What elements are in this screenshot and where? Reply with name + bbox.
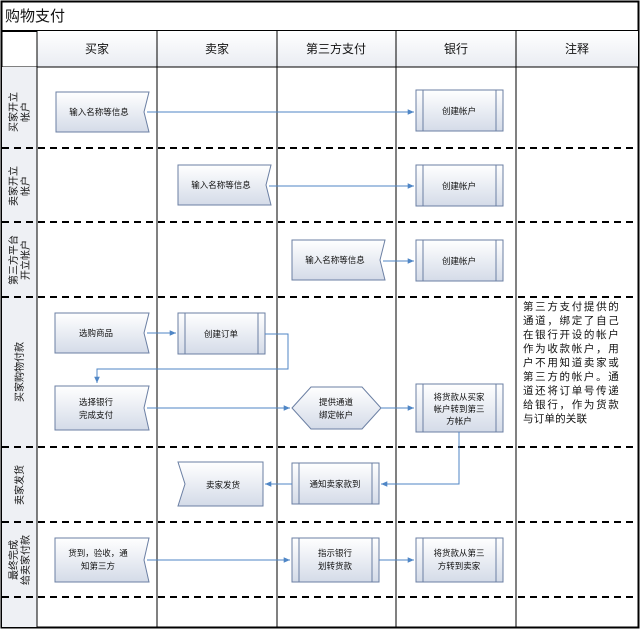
node-seller-input: 输入名称等信息 bbox=[177, 164, 272, 206]
lane-label-seller-account: 卖家开立 帐户 bbox=[7, 166, 32, 206]
svg-text:输入名称等信息: 输入名称等信息 bbox=[305, 255, 365, 266]
svg-text:将货款从第三: 将货款从第三 bbox=[433, 548, 484, 559]
arrow-transfer-to-notify bbox=[381, 432, 460, 487]
lane-label-final-payment: 最终完成 给卖家付款 bbox=[7, 535, 32, 585]
svg-text:创建帐户: 创建帐户 bbox=[442, 106, 476, 117]
svg-text:帐户转到第三: 帐户转到第三 bbox=[433, 404, 484, 415]
node-transfer-to-third: 将货款从买家 帐户转到第三 方帐户 bbox=[415, 383, 504, 433]
svg-text:选购商品: 选购商品 bbox=[79, 328, 113, 339]
svg-text:输入名称等信息: 输入名称等信息 bbox=[69, 107, 129, 118]
lane-label-buyer-account: 买家开立 帐户 bbox=[7, 92, 32, 132]
svg-text:给卖家付款: 给卖家付款 bbox=[19, 535, 32, 585]
svg-text:将货款从买家: 将货款从买家 bbox=[433, 392, 485, 403]
svg-text:买家购物付款: 买家购物付款 bbox=[13, 342, 26, 402]
svg-text:卖家发货: 卖家发货 bbox=[13, 465, 26, 505]
node-bank-create-account-3: 创建帐户 bbox=[415, 239, 504, 282]
svg-text:帐户: 帐户 bbox=[19, 176, 32, 196]
node-third-input: 输入名称等信息 bbox=[291, 239, 386, 281]
arrow-order-to-choose-bank bbox=[94, 333, 289, 383]
node-instruct-bank: 指示银行 划转货款 bbox=[291, 537, 380, 583]
diagram-title: 购物支付 bbox=[5, 7, 65, 25]
node-buyer-input: 输入名称等信息 bbox=[55, 91, 150, 133]
svg-text:最终完成: 最终完成 bbox=[7, 540, 20, 580]
header-bank: 银行 bbox=[444, 42, 468, 56]
lane-label-buyer-payment: 买家购物付款 bbox=[13, 342, 26, 402]
node-provide-channel: 提供通道 绑定帐户 bbox=[291, 386, 382, 430]
header-note: 注释 bbox=[565, 41, 589, 56]
node-choose-bank: 选择银行 完成支付 bbox=[54, 385, 150, 431]
svg-text:买家开立: 买家开立 bbox=[7, 92, 20, 132]
lane-label-column bbox=[2, 67, 37, 627]
svg-text:帐户: 帐户 bbox=[19, 102, 32, 122]
svg-text:创建帐户: 创建帐户 bbox=[442, 256, 476, 267]
node-choose-goods: 选购商品 bbox=[54, 312, 150, 354]
header-row bbox=[37, 31, 638, 67]
svg-text:开立帐户: 开立帐户 bbox=[19, 240, 32, 280]
svg-text:卖家发货: 卖家发货 bbox=[206, 480, 241, 491]
svg-text:方转到卖家: 方转到卖家 bbox=[438, 561, 481, 572]
svg-text:划转货款: 划转货款 bbox=[318, 561, 353, 572]
node-bank-create-account-2: 创建帐户 bbox=[415, 164, 504, 207]
node-notify-seller: 通知卖家款到 bbox=[291, 462, 380, 505]
node-confirm-receipt: 货到，验收，通 知第三方 bbox=[54, 537, 150, 583]
svg-text:选择银行: 选择银行 bbox=[79, 397, 114, 408]
svg-text:方帐户: 方帐户 bbox=[446, 416, 472, 427]
header-third-party: 第三方支付 bbox=[306, 41, 366, 56]
svg-text:提供通道: 提供通道 bbox=[319, 397, 354, 408]
node-create-order: 创建订单 bbox=[177, 312, 266, 355]
svg-text:绑定帐户: 绑定帐户 bbox=[319, 410, 353, 421]
svg-text:输入名称等信息: 输入名称等信息 bbox=[191, 180, 251, 191]
svg-text:指示银行: 指示银行 bbox=[318, 548, 353, 559]
lane-label-seller-ship: 卖家发货 bbox=[13, 465, 26, 505]
header-seller: 卖家 bbox=[205, 41, 229, 56]
svg-text:货到，验收，通: 货到，验收，通 bbox=[68, 548, 128, 559]
svg-text:完成支付: 完成支付 bbox=[79, 410, 114, 421]
node-bank-create-account-1: 创建帐户 bbox=[415, 89, 504, 132]
svg-text:通知卖家款到: 通知卖家款到 bbox=[309, 479, 360, 490]
svg-text:创建帐户: 创建帐户 bbox=[442, 181, 476, 192]
svg-text:第三方平台: 第三方平台 bbox=[7, 235, 20, 285]
annotation-note: 第三方支付提供的通道，绑定了自己在银行开设的帐户作为收款帐户，用户不用知道卖家或… bbox=[523, 301, 619, 425]
svg-text:卖家开立: 卖家开立 bbox=[7, 166, 20, 206]
svg-text:创建订单: 创建订单 bbox=[204, 329, 239, 340]
lane-label-third-party-account: 第三方平台 开立帐户 bbox=[7, 235, 32, 285]
node-seller-ship: 卖家发货 bbox=[177, 461, 264, 507]
header-buyer: 买家 bbox=[85, 41, 109, 56]
node-transfer-to-seller: 将货款从第三 方转到卖家 bbox=[415, 537, 504, 583]
svg-text:知第三方: 知第三方 bbox=[81, 561, 115, 572]
